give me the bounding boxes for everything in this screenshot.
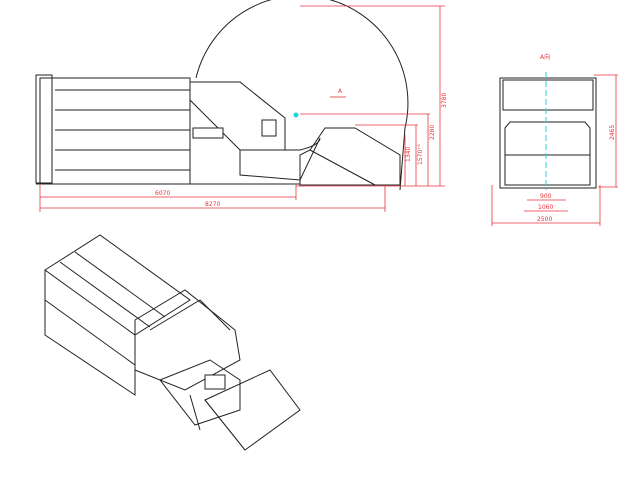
dim-900: 900 (540, 193, 552, 200)
tipping-bin (299, 127, 401, 186)
control-panel (261, 119, 277, 137)
front-view: A向 900 1060 2500 2465 (491, 53, 618, 226)
isometric-view (44, 234, 301, 451)
dim-1060: 1060 (538, 204, 553, 211)
dim-8270: 8270 (205, 201, 220, 208)
side-view: 6070 8270 3780 2280 1570⁺⁵ 1340 A (35, 0, 448, 212)
container-body (39, 77, 191, 185)
dim-6070: 6070 (155, 190, 170, 197)
swing-arc (195, 0, 409, 191)
dim-2500: 2500 (537, 216, 552, 223)
dim-3780: 3780 (441, 93, 448, 108)
front-view-title: A向 (540, 53, 550, 61)
front-frame (499, 77, 597, 189)
dim-1570: 1570⁺⁵ (417, 144, 424, 165)
logo-plate (192, 127, 224, 139)
dim-1340: 1340 (405, 147, 412, 162)
hopper (189, 81, 286, 151)
view-marker-a: A (338, 88, 343, 95)
dim-2465: 2465 (609, 125, 616, 140)
dim-2280: 2280 (429, 125, 436, 140)
beacon-icon (293, 112, 299, 118)
